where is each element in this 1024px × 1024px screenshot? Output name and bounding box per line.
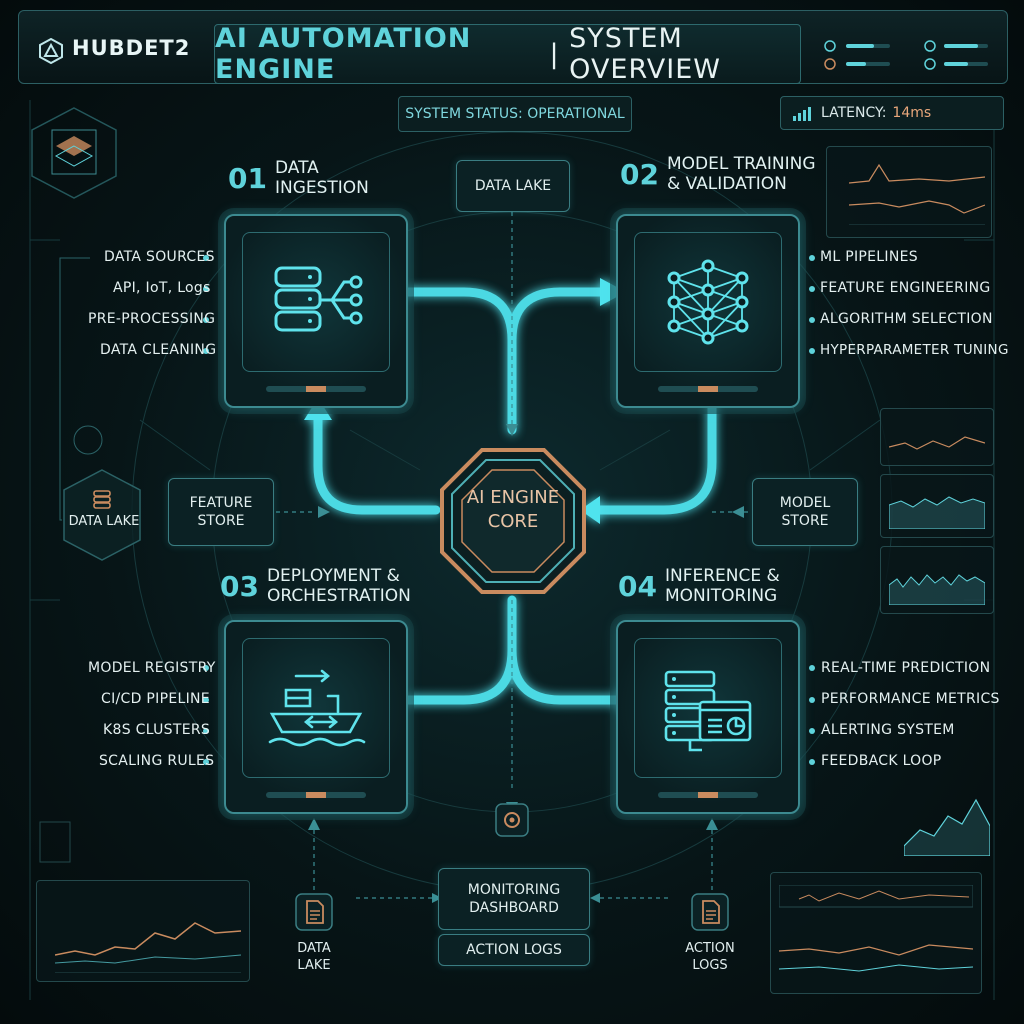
data-lake-stack-icon xyxy=(93,490,111,509)
action-log-document-icon xyxy=(691,893,729,931)
data-lake-left-label[interactable]: DATA LAKE xyxy=(68,514,140,529)
signal-icon xyxy=(793,107,811,121)
stage-02-item-feature-engineering: FEATURE ENGINEERING xyxy=(820,280,991,296)
stage-03-item-ci-cd-pipeline: CI/CD PIPELINE xyxy=(101,691,210,707)
stage-04-number: 04 xyxy=(618,569,657,603)
action-logs-center-node[interactable]: ACTION LOGS xyxy=(438,934,590,966)
stage-04-title-line1: INFERENCE & xyxy=(664,566,780,586)
mini-chart-bottom-left xyxy=(36,880,250,982)
stage-01-item-pre-processing: PRE-PROCESSING xyxy=(88,311,216,327)
mini-line-chart-f xyxy=(55,922,241,973)
stage-02-item-hyperparameter-tuning: HYPERPARAMETER TUNING xyxy=(820,342,1009,358)
stage-02-item-ml-pipelines: ML PIPELINES xyxy=(820,249,918,265)
model-store-line1: MODEL xyxy=(779,495,831,511)
stage-03-title-line2: ORCHESTRATION xyxy=(266,586,411,606)
header-controls xyxy=(824,40,988,70)
latency-label: LATENCY: xyxy=(821,105,887,121)
mini-area-chart-bottom-right xyxy=(904,798,990,856)
action-logs-bottom-line2: LOGS xyxy=(692,958,728,973)
data-lake-top-node[interactable]: DATA LAKE xyxy=(456,160,570,212)
data-lake-bottom-line2: LAKE xyxy=(297,958,331,973)
brand-logo-icon xyxy=(39,38,63,64)
stage-04-item-alerting-system: ALERTING SYSTEM xyxy=(821,722,955,738)
latency-readout: LATENCY: 14ms xyxy=(780,96,1004,130)
stage-01-title-line2: INGESTION xyxy=(274,178,369,198)
stage-01-header: 01 DATA INGESTION xyxy=(228,158,369,198)
data-lake-bottom-label[interactable]: DATA LAKE xyxy=(280,940,348,974)
stage-01-module[interactable] xyxy=(224,214,408,408)
stage-03-header: 03 DEPLOYMENT & ORCHESTRATION xyxy=(220,566,411,606)
core-label-line1: AI ENGINE xyxy=(466,487,560,508)
feature-store-line2: STORE xyxy=(197,513,245,529)
action-logs-bottom-label[interactable]: ACTION LOGS xyxy=(676,940,744,974)
mini-chart-bottom-right xyxy=(770,872,982,994)
mini-chart-right-1 xyxy=(880,408,994,466)
ai-engine-core-octagon xyxy=(440,448,586,594)
monitoring-dashboard-line2: DASHBOARD xyxy=(469,900,559,916)
mini-line-chart-d xyxy=(889,574,985,605)
stage-01-title-line1: DATA xyxy=(274,158,319,178)
stage-03-item-k8s-clusters: K8S CLUSTERS xyxy=(103,722,211,738)
database-icon xyxy=(274,266,363,332)
mini-line-chart-e xyxy=(779,885,973,972)
action-logs-bottom-line1: ACTION xyxy=(685,941,735,956)
page-title-rest: SYSTEM OVERVIEW xyxy=(569,23,721,85)
feature-store-node[interactable]: FEATURE STORE xyxy=(168,478,274,546)
stage-04-item-real-time-prediction: REAL-TIME PREDICTION xyxy=(821,660,991,676)
stage-02-title-line2: & VALIDATION xyxy=(666,174,787,194)
mini-chart-right-2 xyxy=(880,474,994,538)
core-label-line2: CORE xyxy=(487,511,539,532)
stage-03-number: 03 xyxy=(220,569,259,603)
stage-04-item-performance-metrics: PERFORMANCE METRICS xyxy=(821,691,1000,707)
neural-network-icon xyxy=(667,259,749,345)
stage-03-title-line1: DEPLOYMENT & xyxy=(266,566,400,586)
stage-03-module[interactable] xyxy=(224,620,408,814)
stage-04-module[interactable] xyxy=(616,620,800,814)
monitoring-dashboard-node[interactable]: MONITORING DASHBOARD xyxy=(438,868,590,930)
stage-01-number: 01 xyxy=(228,161,267,195)
latency-value: 14ms xyxy=(892,105,932,121)
feature-store-line1: FEATURE xyxy=(189,495,253,511)
mini-line-chart-a xyxy=(849,163,985,225)
stage-02-number: 02 xyxy=(620,157,659,191)
mini-line-chart-b xyxy=(889,436,985,450)
page-title-accent: AI AUTOMATION ENGINE xyxy=(215,23,472,85)
stage-04-item-feedback-loop: FEEDBACK LOOP xyxy=(821,753,942,769)
mini-chart-top-right xyxy=(826,146,992,238)
stage-02-title-line1: MODEL TRAINING xyxy=(666,154,816,174)
model-store-line2: STORE xyxy=(781,513,829,529)
stage-04-header: 04 INFERENCE & MONITORING xyxy=(618,566,780,606)
container-ship-icon xyxy=(268,669,366,747)
stage-01-item-data-cleaning: DATA CLEANING xyxy=(100,342,217,358)
mini-chart-right-3 xyxy=(880,546,994,614)
stage-01-item-data-sources: DATA SOURCES xyxy=(104,249,215,265)
server-monitor-icon xyxy=(664,670,752,752)
stage-01-item-api-iot-logs: API, IoT, Logs xyxy=(113,280,211,296)
mini-line-chart-c xyxy=(889,496,985,529)
ai-engine-core-label[interactable]: AI ENGINE CORE xyxy=(438,486,588,534)
model-store-node[interactable]: MODEL STORE xyxy=(752,478,858,546)
document-icon xyxy=(295,893,333,931)
page-title: AI AUTOMATION ENGINE | SYSTEM OVERVIEW xyxy=(214,23,801,85)
stage-03-item-scaling-rules: SCALING RULES xyxy=(99,753,215,769)
gear-link-icon xyxy=(495,803,529,837)
system-status-badge: SYSTEM STATUS: OPERATIONAL xyxy=(398,96,632,132)
stage-03-item-model-registry: MODEL REGISTRY xyxy=(88,660,216,676)
stage-04-title-line2: MONITORING xyxy=(664,586,778,606)
stage-02-module[interactable] xyxy=(616,214,800,408)
page-title-separator: | xyxy=(539,38,570,70)
data-lake-bottom-line1: DATA xyxy=(297,941,331,956)
stage-02-item-algorithm-selection: ALGORITHM SELECTION xyxy=(820,311,993,327)
brand-name: HUBDET2 xyxy=(72,36,191,60)
stage-02-header: 02 MODEL TRAINING & VALIDATION xyxy=(620,154,816,194)
monitoring-dashboard-line1: MONITORING xyxy=(467,882,561,898)
